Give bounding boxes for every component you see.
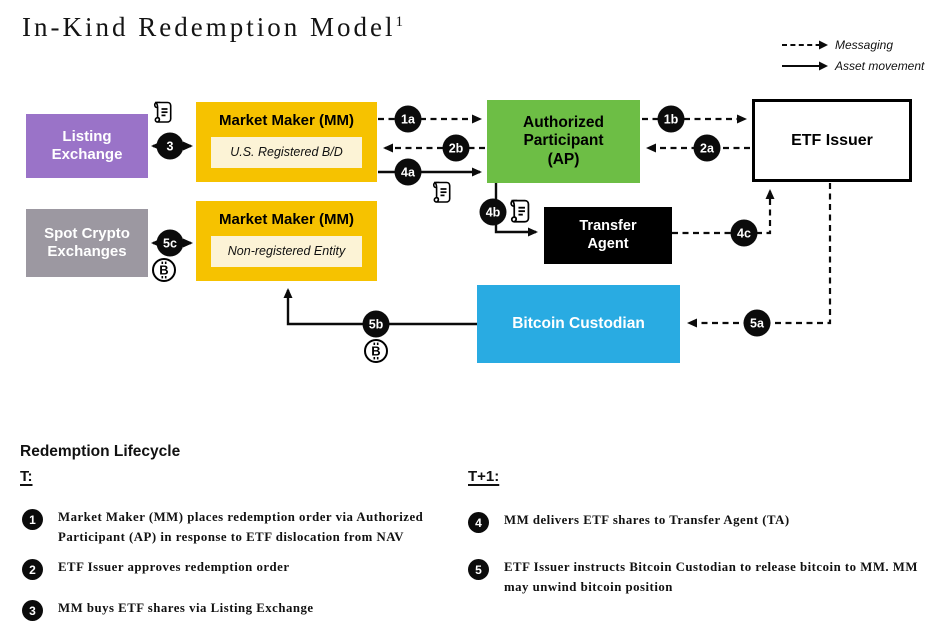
ap-label: Authorized [523, 113, 604, 131]
step-text: MM delivers ETF shares to Transfer Agent… [504, 513, 790, 527]
badge-4b: 4b [479, 198, 507, 226]
step-text: Market Maker (MM) places redemption orde… [58, 510, 424, 544]
spot-crypto-label: Spot Crypto [44, 225, 130, 242]
market-maker2-subtype: Non-registered Entity [211, 236, 362, 267]
etf-issuer-box: ETF Issuer [752, 99, 912, 182]
step-number-badge: 5 [468, 559, 489, 580]
transfer-agent-label2: Agent [587, 235, 629, 252]
legend-messaging-label: Messaging [835, 37, 894, 52]
lifecycle-step-1: 1 Market Maker (MM) places redemption or… [22, 508, 434, 548]
lifecycle-step-2: 2 ETF Issuer approves redemption order [22, 558, 434, 580]
authorized-participant-box: Authorized Participant (AP) [487, 100, 640, 183]
svg-text:B: B [159, 263, 168, 278]
badge-4c: 4c [730, 219, 758, 247]
badge-2b: 2b [442, 134, 470, 162]
badge-1b: 1b [657, 105, 685, 133]
title-footnote-marker: 1 [395, 14, 403, 30]
market-maker-registered-box: Market Maker (MM) U.S. Registered B/D [196, 102, 377, 182]
market-maker-subtype: U.S. Registered B/D [211, 137, 362, 168]
bitcoin-icon: B [152, 258, 176, 282]
step-text: ETF Issuer approves redemption order [58, 560, 290, 574]
page-title-text: In-Kind Redemption Model [22, 12, 396, 42]
badge-5a: 5a [743, 309, 771, 337]
lifecycle-t1-label: T+1: [468, 468, 500, 485]
listing-exchange-label: Listing [62, 128, 112, 145]
order-scroll-icon [432, 181, 451, 203]
ap-label2: Participant [523, 132, 604, 150]
market-maker2-title: Market Maker (MM) [218, 211, 355, 228]
badge-2a: 2a [693, 134, 721, 162]
legend-asset-row: Asset movement [781, 55, 924, 76]
step-text: ETF Issuer instructs Bitcoin Custodian t… [504, 560, 918, 594]
legend-asset-label: Asset movement [835, 58, 925, 73]
badge-5c: 5c [156, 229, 184, 257]
lifecycle-step-3: 3 MM buys ETF shares via Listing Exchang… [22, 599, 434, 621]
spot-crypto-label2: Exchanges [47, 243, 127, 260]
listing-exchange-box: Listing Exchange [26, 114, 148, 178]
market-maker-nonregistered-box: Market Maker (MM) Non-registered Entity [196, 201, 377, 281]
page-title: In-Kind Redemption Model1 [22, 12, 403, 43]
step-number-badge: 4 [468, 512, 489, 533]
bitcoin-icon: B [364, 339, 388, 363]
spot-crypto-exchanges-box: Spot Crypto Exchanges [26, 209, 148, 277]
step-text: MM buys ETF shares via Listing Exchange [58, 601, 314, 615]
market-maker-title: Market Maker (MM) [218, 112, 355, 129]
solid-arrow-icon [782, 61, 828, 70]
badge-5b: 5b [362, 310, 390, 338]
transfer-agent-box: Transfer Agent [544, 207, 672, 264]
dashed-arrow-icon [782, 40, 828, 49]
ap-label3: (AP) [547, 150, 580, 168]
step-number-badge: 1 [22, 509, 43, 530]
lifecycle-t-label: T: [20, 468, 33, 485]
order-scroll-icon [510, 199, 530, 223]
badge-1a: 1a [394, 105, 422, 133]
badge-4a: 4a [394, 158, 422, 186]
order-scroll-icon [153, 101, 172, 123]
listing-exchange-label2: Exchange [51, 146, 123, 163]
step-number-badge: 2 [22, 559, 43, 580]
bitcoin-custodian-label: Bitcoin Custodian [512, 314, 645, 332]
bitcoin-custodian-box: Bitcoin Custodian [477, 285, 680, 363]
lifecycle-heading: Redemption Lifecycle [20, 443, 181, 460]
svg-text:B: B [371, 344, 380, 359]
badge-3: 3 [156, 132, 184, 160]
transfer-agent-label: Transfer [579, 218, 637, 235]
legend-messaging-row: Messaging [781, 34, 924, 55]
step-number-badge: 3 [22, 600, 43, 621]
legend: Messaging Asset movement [781, 34, 924, 76]
lifecycle-step-5: 5 ETF Issuer instructs Bitcoin Custodian… [468, 558, 930, 598]
etf-issuer-label: ETF Issuer [791, 131, 873, 149]
lifecycle-step-4: 4 MM delivers ETF shares to Transfer Age… [468, 511, 928, 533]
